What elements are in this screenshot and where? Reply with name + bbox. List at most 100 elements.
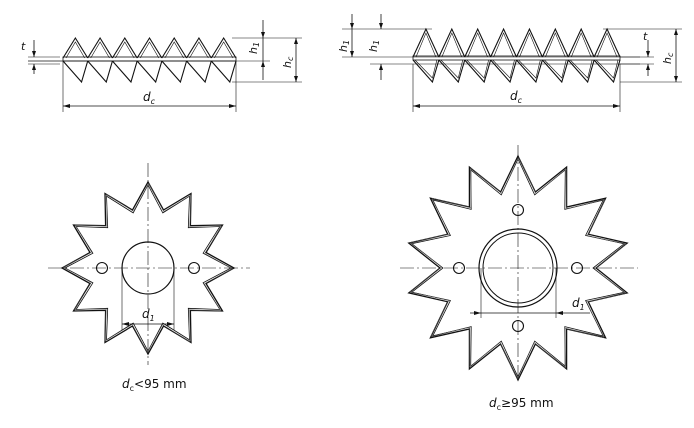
tooth-down-inner (595, 59, 619, 79)
tooth-down-inner (492, 59, 515, 79)
caption-left: dc<95 mm (122, 377, 187, 393)
nail-hole (511, 203, 525, 217)
h1-label-left: h1 (247, 42, 261, 54)
tooth-up-inner (189, 41, 209, 59)
tooth-down (62, 60, 89, 84)
plan-view-large: d1 dc≥95 mm (400, 145, 638, 412)
t-label-left: t (21, 40, 26, 53)
plate-edge (412, 55, 621, 61)
tooth-up (516, 27, 543, 58)
d1-label-right: d1 (572, 296, 585, 312)
tooth-up (161, 36, 188, 59)
tooth-down (490, 59, 518, 84)
arrowhead (379, 23, 383, 29)
centre-bore (478, 228, 558, 308)
tooth-up (567, 27, 595, 58)
arrowhead (674, 76, 678, 82)
side-view-double: h1 h1 t hc dc (337, 14, 682, 112)
nail-hole (452, 261, 466, 275)
arrowhead (674, 29, 678, 35)
arrowhead (294, 76, 298, 82)
tooth-up (210, 36, 237, 59)
tooth-up-inner (139, 41, 160, 59)
tooth-outline-outer (60, 180, 236, 356)
tooth-up (111, 36, 138, 59)
tooth-up (438, 27, 466, 58)
tooth-up-inner (164, 41, 184, 59)
tooth-up-inner (214, 41, 234, 59)
tooth-up-inner (596, 32, 618, 58)
tooth-down (412, 59, 440, 84)
tooth-up-inner (545, 32, 566, 58)
arrowhead (32, 64, 36, 70)
arrowhead (646, 51, 650, 57)
arrowhead (379, 64, 383, 70)
tooth-up-inner (493, 32, 514, 58)
nail-hole (95, 261, 109, 275)
tooth-up-inner (90, 41, 110, 59)
tooth-down (161, 60, 188, 84)
zigzag-profile-right (412, 27, 621, 84)
tooth-down-inner (466, 59, 489, 79)
zigzag-profile-left (62, 36, 237, 84)
h1-label-right-a: h1 (337, 40, 351, 52)
arrowhead (646, 64, 650, 70)
tooth-down-inner (518, 59, 541, 79)
d1-label-left: d1 (142, 307, 155, 323)
dc-label-right: dc (510, 89, 523, 105)
tooth-up (464, 27, 492, 58)
arrowhead (63, 104, 70, 108)
tooth-down (541, 59, 569, 84)
tooth-up-inner (441, 32, 463, 58)
tooth-up-inner (65, 41, 85, 59)
tooth-down (593, 59, 621, 84)
arrowhead (261, 32, 265, 38)
nail-hole (511, 319, 525, 333)
arrowhead (613, 104, 620, 108)
tooth-down (438, 59, 466, 84)
arrowhead (122, 322, 129, 326)
tooth-down (87, 60, 113, 84)
tooth-up (186, 36, 212, 59)
hc-label-right: hc (661, 52, 675, 64)
tooth-up-inner (115, 41, 135, 59)
centre-bore-inner (482, 232, 554, 304)
arrowhead (556, 311, 563, 315)
tooth-down-inner (570, 59, 593, 79)
tooth-down (210, 60, 237, 84)
hc-label-left: hc (281, 56, 295, 68)
side-view-single: t h1 hc dc (21, 20, 302, 112)
tooth-down-inner (414, 59, 438, 79)
tooth-up (62, 36, 89, 59)
tooth-up (490, 27, 517, 58)
h1-label-right-b: h1 (367, 40, 381, 52)
tooth-up-inner (519, 32, 540, 58)
tooth-down (567, 59, 595, 84)
tooth-up (87, 36, 113, 59)
arrowhead (474, 311, 481, 315)
arrowhead (229, 104, 236, 108)
t-label-right: t (643, 30, 648, 43)
plate-edge (62, 56, 237, 62)
tooth-down (464, 59, 492, 84)
tooth-outline-shade (62, 182, 234, 354)
tooth-down (186, 60, 212, 84)
tooth-down-inner (544, 59, 567, 79)
nail-hole (570, 261, 584, 275)
tooth-down (516, 59, 543, 84)
arrowhead (350, 51, 354, 57)
caption-right: dc≥95 mm (489, 396, 554, 412)
nail-hole (187, 261, 201, 275)
tooth-down (112, 60, 138, 84)
tooth-down-inner (440, 59, 464, 79)
plan-view-small: d1 dc<95 mm (48, 163, 250, 393)
tooth-up (136, 36, 163, 59)
tooth-up-inner (570, 32, 592, 58)
arrowhead (294, 38, 298, 44)
tooth-up (541, 27, 569, 58)
arrowhead (32, 51, 36, 57)
dc-label-left: dc (143, 90, 156, 106)
arrowhead (413, 104, 420, 108)
